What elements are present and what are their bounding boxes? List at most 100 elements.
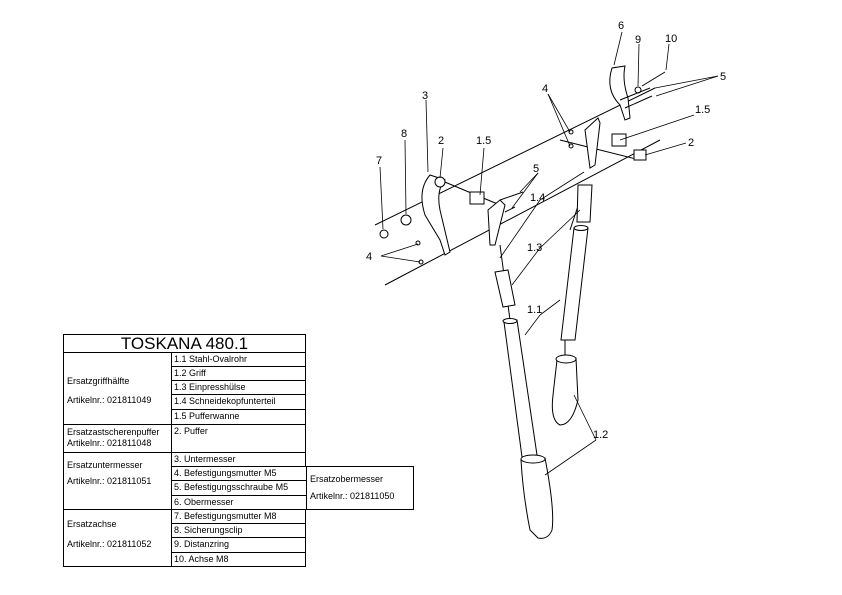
cutting-head-lower-right [584,117,601,169]
callout-10: 10 [665,33,677,45]
axis-line-bottom [384,139,661,286]
leader-4-left-a [380,243,419,257]
callout-3: 3 [422,90,428,102]
axis-line-right-head [559,139,641,161]
callout-4-right: 4 [542,83,548,95]
part-1-1: 1.1 Stahl-Ovalrohr [171,352,306,367]
callout-6: 6 [618,20,624,32]
leader-5-right-b [655,75,719,97]
callout-2-right: 2 [688,137,694,149]
puffer-right [633,149,647,161]
leader-2-left [439,147,444,179]
oval-tube-right-top [573,225,589,231]
grip-left-top [520,454,546,464]
axis-line-top [374,87,656,226]
leader-1-5-right [619,114,695,141]
leader-1-3a [539,209,581,249]
group-name: Ersatzgriffhälfte [67,376,130,386]
grip-right-top [555,354,577,364]
leader-4-left-b [380,255,421,263]
leader-1-4a [499,199,541,259]
part-5: 5. Befestigungsschraube M5 [171,480,307,496]
group-name: Ersatzachse [67,519,117,529]
part-7: 7. Befestigungsmutter M8 [171,509,306,524]
right-cutting-head [568,65,666,169]
callout-5-left: 5 [533,163,539,175]
group-name: Ersatzuntermesser [67,460,143,470]
puffer-wanne-left [469,191,485,205]
part-2: 2. Puffer [171,424,306,453]
leader-6 [613,31,623,66]
left-cutting-head [379,174,524,265]
lower-blade-left [421,174,451,256]
leader-9 [637,43,640,87]
callout-1-5-right: 1.5 [695,104,710,116]
oval-tube-right [560,227,589,341]
group-ersatzuntermesser: Ersatzuntermesser Artikelnr.: 021811051 [63,452,172,510]
group-ersatzastscherenpuffer: Ersatzastscherenpuffer Artikelnr.: 02181… [63,424,172,453]
group-article: Artikelnr.: 021811050 [310,491,395,501]
callout-8: 8 [401,128,407,140]
callout-9: 9 [635,34,641,46]
grip-left [520,457,554,539]
callout-1-5-left: 1.5 [476,135,491,147]
callout-7: 7 [376,155,382,167]
group-article: Artikelnr.: 021811049 [67,395,152,405]
part-6: 6. Obermesser [171,495,307,510]
part-4: 4. Befestigungsmutter M5 [171,466,307,481]
screw-right-2 [624,95,653,109]
screw-left-2 [504,206,516,213]
nut-m8-left [379,229,389,239]
callout-1-2: 1.2 [593,429,608,441]
puffer-left [434,176,446,188]
callout-1-1: 1.1 [527,304,542,316]
leader-10 [665,43,670,71]
leader-1-2a [573,394,597,441]
cutting-head-lower-left [487,199,506,246]
callout-2-left: 2 [438,135,444,147]
leader-1-5-left [479,147,485,196]
leader-8 [404,139,407,215]
callout-4-left: 4 [366,251,372,263]
leader-1-4b [539,171,585,201]
leader-3 [425,99,429,173]
leader-5-right-a [654,75,719,89]
leader-7 [379,166,384,230]
oval-tube-left [503,319,538,458]
press-sleeve-right [576,184,593,223]
leader-1-1a [539,299,561,316]
leader-5-left-a [519,172,539,193]
part-1-2: 1.2 Griff [171,366,306,381]
leader-1-2b [544,439,597,476]
leader-4-right-b [547,93,571,147]
part-9: 9. Distanzring [171,537,306,553]
nut-m5-right-1 [568,129,574,135]
axle-m8-right [641,71,666,87]
part-1-4: 1.4 Schneidekopfunterteil [171,394,306,410]
group-name: Ersatzobermesser [310,474,384,484]
grip-right [551,357,579,426]
callout-1-3: 1.3 [527,242,542,254]
screw-right-1 [619,87,651,101]
press-sleeve-left [494,269,516,308]
part-1-5: 1.5 Pufferwanne [171,409,306,425]
group-article: Artikelnr.: 021811052 [67,539,152,549]
part-1-3: 1.3 Einpresshülse [171,380,306,395]
group-ersatzachse: Ersatzachse Artikelnr.: 021811052 [63,509,172,567]
group-ersatzobermesser: Ersatzobermesser Artikelnr.: 021811050 [306,466,414,510]
oval-tube-left-top [502,318,518,324]
group-name: Ersatzastscherenpuffer [67,427,160,437]
group-article: Artikelnr.: 021811051 [67,476,152,486]
leader-1-1b [524,314,541,336]
part-3: 3. Untermesser [171,452,306,467]
group-ersatzgriffhaelfte: Ersatzgriffhälfte Artikelnr.: 021811049 [63,352,172,425]
upper-blade-right [609,65,631,121]
group-article: Artikelnr.: 021811048 [67,438,152,448]
callout-1-4: 1.4 [530,192,545,204]
leader-4-right-a [547,93,571,133]
leader-5-left-b [511,172,539,209]
parts-table-title: TOSKANA 480.1 [63,334,306,353]
puffer-wanne-right [611,133,627,147]
callout-5-right: 5 [720,71,726,83]
